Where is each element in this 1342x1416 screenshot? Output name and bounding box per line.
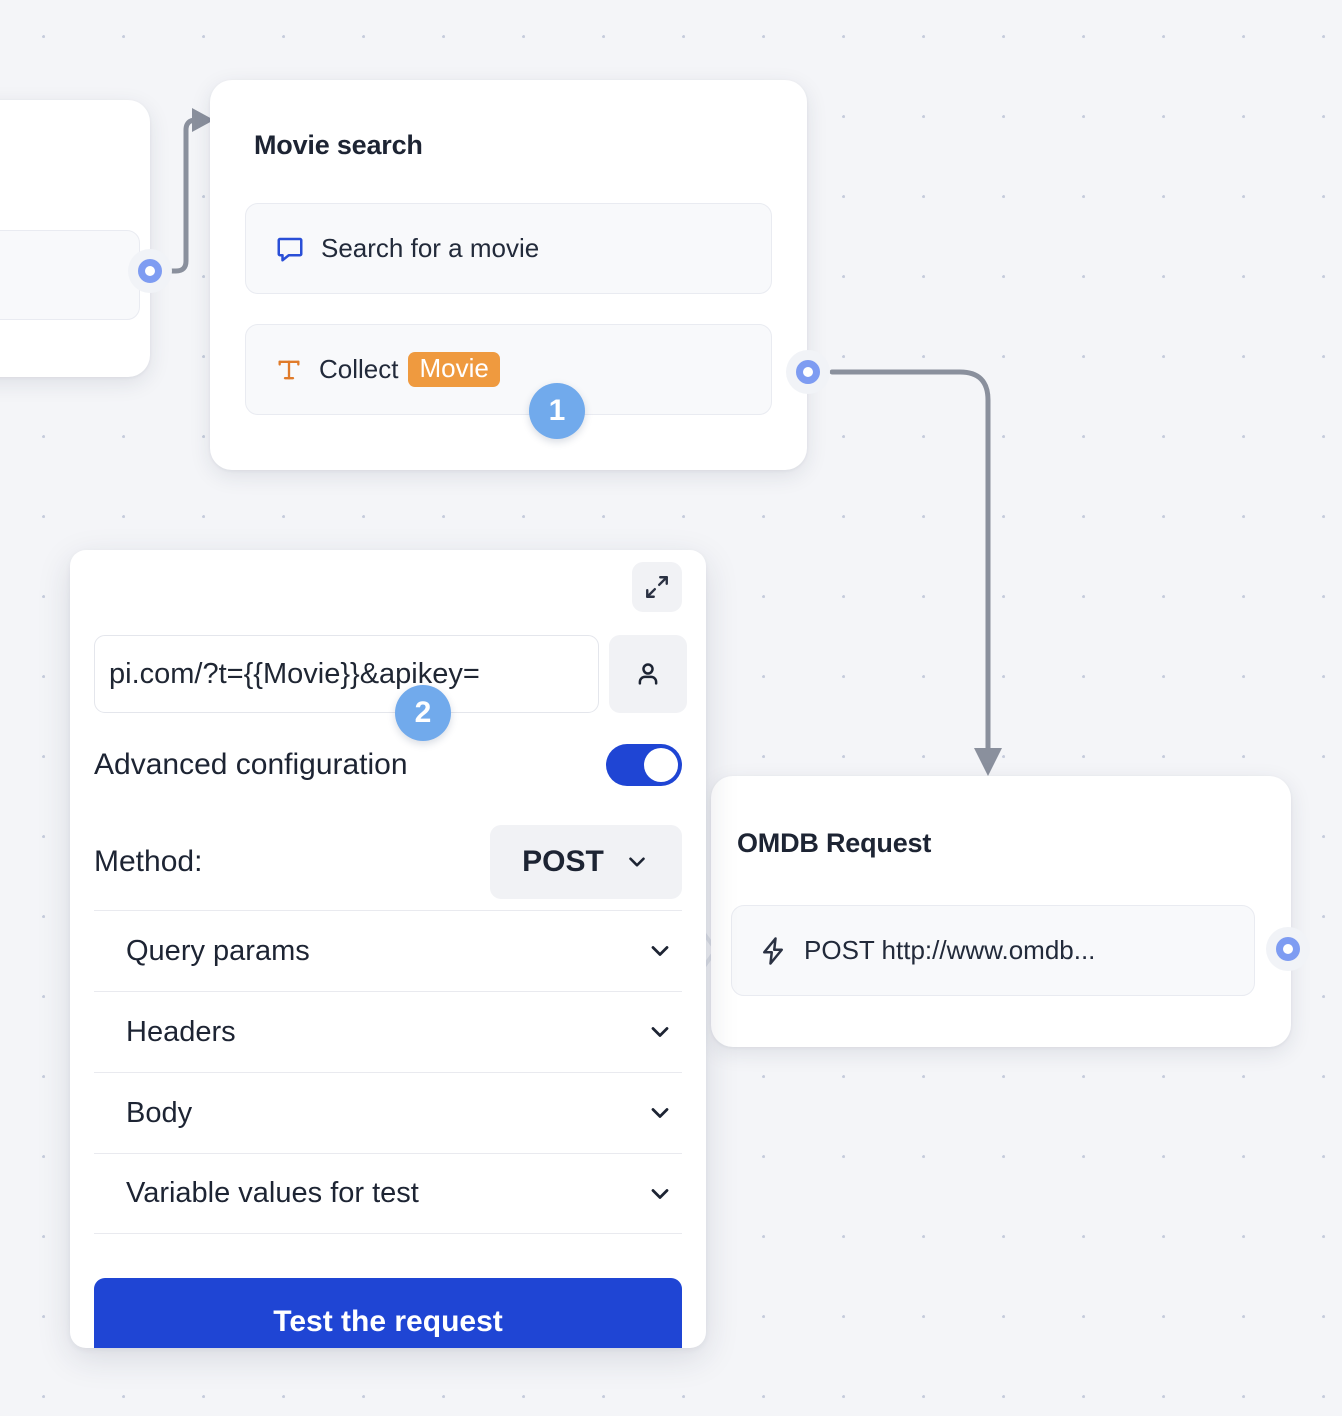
collect-label: Collect — [319, 353, 399, 384]
chevron-down-icon — [646, 937, 674, 965]
speech-bubble-icon — [275, 234, 305, 264]
request-sections-accordion: Query params Headers Body — [94, 910, 682, 1234]
node-title-omdb-request: OMDB Request — [737, 828, 932, 858]
chevron-down-icon — [646, 1099, 674, 1127]
request-config-panel[interactable]: Advanced configuration Method: POST Quer… — [70, 550, 706, 1348]
accordion-item-body[interactable]: Body — [94, 1072, 682, 1153]
node-row-post-request[interactable]: POST http://www.omdb... — [731, 905, 1255, 996]
node-row-label: Collect Movie — [319, 351, 500, 388]
person-icon[interactable] — [609, 635, 687, 713]
node-title-movie-search: Movie search — [254, 130, 423, 160]
chevron-down-icon — [646, 1018, 674, 1046]
step-badge-2: 2 — [395, 685, 451, 741]
accordion-label: Body — [126, 1096, 193, 1129]
expand-icon[interactable] — [632, 562, 682, 612]
node-row-search-for-a-movie[interactable]: Search for a movie — [245, 203, 772, 294]
node-card-partial[interactable] — [0, 100, 150, 377]
method-label: Method: — [94, 845, 203, 878]
step-badge-1: 1 — [529, 383, 585, 439]
url-field-group[interactable] — [94, 635, 687, 713]
accordion-label: Query params — [126, 934, 310, 967]
connector-dot-movie-search-output[interactable] — [786, 350, 830, 394]
accordion-label: Variable values for test — [126, 1177, 419, 1209]
node-card-omdb-request[interactable]: OMDB Request POST http://www.omdb... — [711, 776, 1291, 1047]
node-row-label: Search for a movie — [321, 233, 540, 263]
node-row-collect-movie[interactable]: Collect Movie — [245, 324, 772, 415]
advanced-configuration-row[interactable]: Advanced configuration — [94, 744, 682, 786]
accordion-item-variable-values-for-test[interactable]: Variable values for test — [94, 1153, 682, 1234]
text-type-icon — [275, 356, 303, 384]
request-url-input[interactable] — [94, 635, 599, 713]
node-row-label: POST http://www.omdb... — [804, 935, 1096, 965]
connector-dot-omdb-output[interactable] — [1266, 927, 1310, 971]
method-value: POST — [522, 845, 604, 878]
method-row: Method: POST — [94, 825, 682, 899]
lightning-bolt-icon — [758, 936, 788, 966]
chevron-down-icon — [624, 849, 650, 875]
chevron-down-icon — [646, 1180, 674, 1208]
accordion-item-query-params[interactable]: Query params — [94, 910, 682, 991]
connector-dot-left-card-output[interactable] — [128, 249, 172, 293]
variable-chip-movie[interactable]: Movie — [408, 351, 500, 388]
advanced-configuration-label: Advanced configuration — [94, 748, 408, 781]
node-card-movie-search[interactable]: Movie search Search for a movie — [210, 80, 807, 470]
accordion-item-headers[interactable]: Headers — [94, 991, 682, 1072]
node-row-partial[interactable] — [0, 230, 140, 320]
accordion-label: Headers — [126, 1015, 236, 1048]
advanced-configuration-toggle[interactable] — [606, 744, 682, 786]
test-the-request-button[interactable]: Test the request — [94, 1278, 682, 1348]
method-dropdown[interactable]: POST — [490, 825, 682, 899]
